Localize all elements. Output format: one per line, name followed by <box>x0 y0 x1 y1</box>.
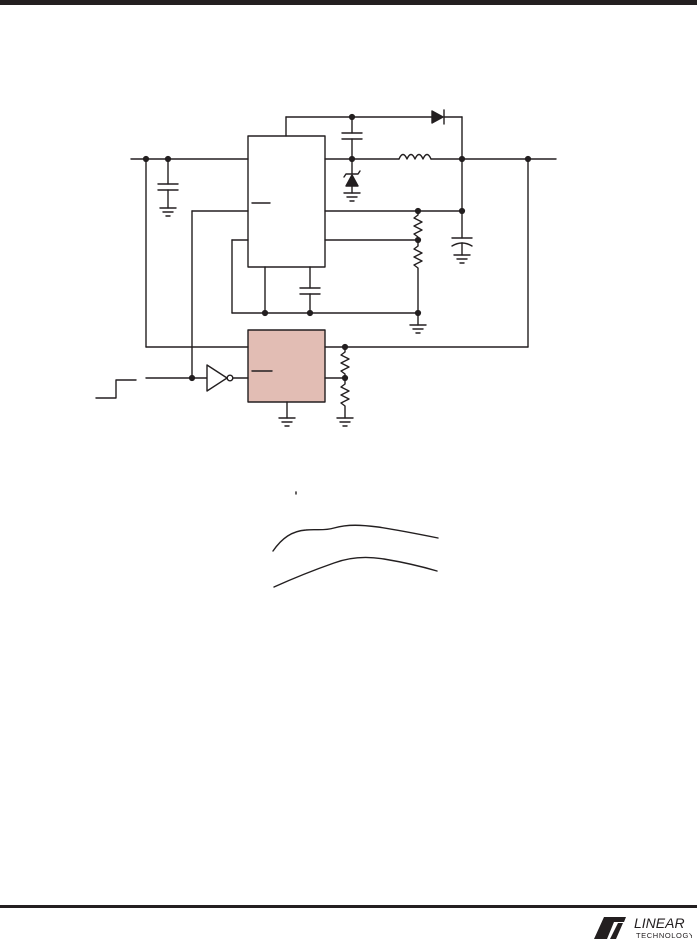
step-pulse-icon <box>95 379 137 399</box>
plot-curve-lower <box>273 556 438 588</box>
brand-logo-text: LINEAR <box>634 915 685 931</box>
input-capacitor-icon <box>157 158 179 209</box>
feedback-resistor-bottom-icon <box>413 239 423 314</box>
schottky-diode-icon <box>343 158 361 194</box>
ground-icon <box>278 417 296 427</box>
divider-resistor-bottom-icon <box>340 377 350 419</box>
output-capacitor-icon <box>451 237 473 256</box>
divider-resistor-top-icon <box>340 346 350 379</box>
ground-icon <box>336 417 354 427</box>
feedback-resistor-top-icon <box>413 210 423 241</box>
ground-icon <box>343 192 361 202</box>
ground-icon <box>159 207 177 217</box>
inverter-icon <box>206 364 228 392</box>
plot-curve-upper <box>272 524 439 552</box>
lt-logo-icon: LINEAR TECHNOLOGY <box>594 915 692 940</box>
boost-capacitor-icon <box>341 116 363 160</box>
comp-capacitor-icon <box>299 266 321 314</box>
top-rule <box>0 0 697 5</box>
inductor-icon <box>398 153 432 160</box>
highlight-ic <box>247 329 326 403</box>
bottom-rule <box>0 905 697 908</box>
junction-dot <box>261 309 269 317</box>
ground-icon <box>453 254 471 264</box>
regulator-ic <box>247 135 326 268</box>
diode-icon <box>431 109 463 160</box>
inverter-bubble <box>226 374 234 382</box>
brand-logo-subtext: TECHNOLOGY <box>636 931 692 940</box>
ground-icon <box>409 324 427 334</box>
junction-dot <box>306 309 314 317</box>
